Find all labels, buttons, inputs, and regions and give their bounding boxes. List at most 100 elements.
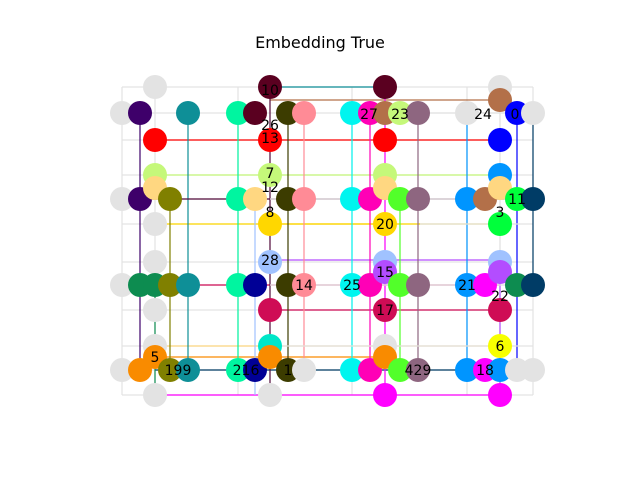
graph-node [143,212,167,236]
graph-node [110,358,134,382]
node-label: 8 [266,205,275,221]
graph-node [110,273,134,297]
graph-node [406,101,430,125]
graph-node [128,101,152,125]
graph-node [258,383,282,407]
graph-node [406,187,430,211]
node-label: 429 [405,363,432,379]
node-label: 6 [496,339,505,355]
graph-node [258,250,282,274]
node-label: 26 [261,118,279,134]
graph-node [373,383,397,407]
node-label: 27 [360,107,378,123]
graph-node [388,187,412,211]
graph-node [143,298,167,322]
node-label: 7 [266,166,275,182]
node-label: 18 [476,363,494,379]
graph-node [388,101,412,125]
node-label: 25 [343,278,361,294]
node-label: 20 [376,217,394,233]
graph-node [406,273,430,297]
graph-node [226,273,250,297]
graph-node [488,128,512,152]
graph-node [292,358,316,382]
graph-node [226,101,250,125]
graph-node [488,212,512,236]
graph-node [258,345,282,369]
node-label: 1 [284,363,293,379]
graph-node [340,273,364,297]
graph-node [243,187,267,211]
graph-node [292,187,316,211]
graph-node [258,128,282,152]
graph-node [292,101,316,125]
graph-node [243,273,267,297]
graph-node [110,101,134,125]
graph-node [158,273,182,297]
graph-node [521,358,545,382]
graph-node [455,101,479,125]
edge-layer [122,86,534,396]
graph-node [340,358,364,382]
node-label: 14 [295,278,313,294]
graph-node [521,273,545,297]
node-label: 24 [474,107,492,123]
graph-node [292,273,316,297]
graph-node [110,187,134,211]
node-label: 17 [376,303,394,319]
node-label: 21 [458,278,476,294]
graph-node [258,75,282,99]
node-label: 10 [261,83,279,99]
node-label: 15 [376,265,394,281]
graph-node [488,383,512,407]
node-label: 5 [151,350,160,366]
graph-node [455,358,479,382]
graph-node [176,358,200,382]
graph-node [143,250,167,274]
graph-node [258,212,282,236]
node-label: 13 [261,131,279,147]
graph-node [488,260,512,284]
grid-layer [121,86,534,396]
graph-node [455,273,479,297]
graph-node [488,358,512,382]
graph-node [258,163,282,187]
node-label: 22 [491,289,509,305]
graph-node [521,101,545,125]
graph-node [388,273,412,297]
graph-node [488,334,512,358]
graph-node [488,298,512,322]
node-label: 199 [165,363,192,379]
graph-node [488,176,512,200]
graph-node [143,75,167,99]
graph-node [158,358,182,382]
node-label: 3 [496,205,505,221]
node-label: 12 [261,180,279,196]
diagram-title: Embedding True [255,33,385,52]
node-label: 11 [508,192,526,208]
graph-node [455,187,479,211]
graph-node [373,75,397,99]
graph-node [226,358,250,382]
graph-node [243,101,267,125]
graph-node [373,212,397,236]
graph-node [176,273,200,297]
node-label: 0 [511,107,520,123]
node-label: 216 [233,363,260,379]
graph-node [388,358,412,382]
graph-node [143,383,167,407]
graph-node [143,128,167,152]
graph-node [340,101,364,125]
graph-node [488,88,512,112]
graph-node [373,298,397,322]
node-label: 28 [261,253,279,269]
graph-node [226,187,250,211]
graph-node [340,187,364,211]
graph-node [258,298,282,322]
graph-node [406,358,430,382]
graph-node [158,187,182,211]
node-label: 23 [391,107,409,123]
